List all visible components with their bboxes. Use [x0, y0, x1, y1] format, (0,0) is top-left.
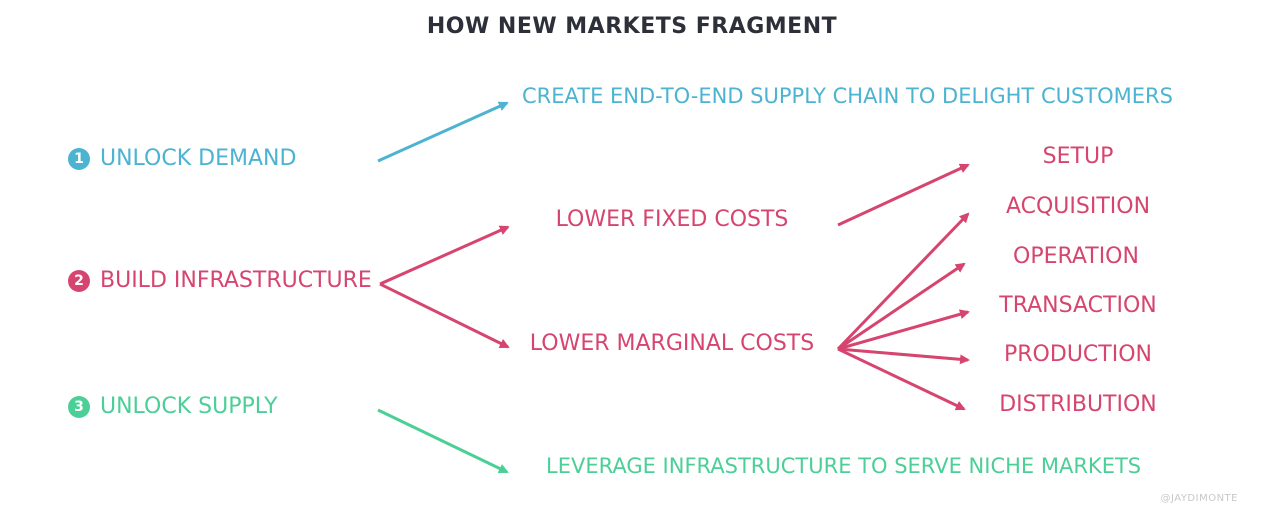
outcome-supply-chain: CREATE END-TO-END SUPPLY CHAIN TO DELIGH…	[522, 84, 1173, 108]
page-title: HOW NEW MARKETS FRAGMENT	[426, 14, 838, 39]
cost-item-setup: SETUP	[1042, 144, 1114, 169]
arrow-marginal-to-operation	[837, 262, 966, 351]
outcome-niche-markets: LEVERAGE INFRASTRUCTURE TO SERVE NICHE M…	[546, 454, 1142, 478]
step-build-infrastructure: 2 BUILD INFRASTRUCTURE	[68, 268, 372, 293]
step-label: UNLOCK DEMAND	[100, 146, 297, 171]
step-unlock-supply: 3 UNLOCK SUPPLY	[68, 394, 278, 419]
step-label: UNLOCK SUPPLY	[100, 394, 278, 419]
arrow-marginal-to-production	[837, 347, 970, 365]
step-number-badge: 1	[68, 147, 90, 170]
cost-item-transaction: TRANSACTION	[999, 293, 1157, 318]
outcome-lower-fixed-costs: LOWER FIXED COSTS	[555, 207, 789, 232]
watermark: @JAYDIMONTE	[1160, 493, 1238, 504]
step-label: BUILD INFRASTRUCTURE	[100, 268, 372, 293]
cost-item-operation: OPERATION	[1013, 244, 1139, 269]
arrow-infra-to-fixed	[379, 225, 510, 286]
cost-item-production: PRODUCTION	[1004, 342, 1152, 367]
step-number-badge: 2	[68, 269, 90, 292]
arrow-supply-to-niche	[377, 408, 509, 474]
arrow-demand-to-supply-chain	[377, 101, 509, 163]
cost-item-acquisition: ACQUISITION	[1005, 194, 1151, 219]
step-unlock-demand: 1 UNLOCK DEMAND	[68, 146, 296, 171]
arrow-fixed-to-setup	[837, 163, 970, 227]
arrow-infra-to-marginal	[379, 282, 510, 349]
arrow-marginal-to-distribution	[837, 347, 966, 411]
cost-item-distribution: DISTRIBUTION	[999, 392, 1157, 417]
arrow-marginal-to-acquisition	[836, 212, 970, 351]
step-number-badge: 3	[68, 395, 90, 418]
outcome-lower-marginal-costs: LOWER MARGINAL COSTS	[529, 331, 815, 356]
arrow-marginal-to-transaction	[837, 309, 970, 351]
